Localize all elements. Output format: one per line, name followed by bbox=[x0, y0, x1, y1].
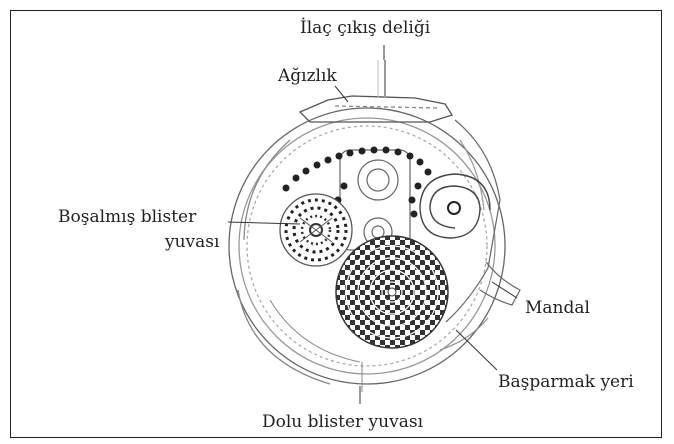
empty-blister-coil bbox=[280, 194, 352, 266]
label-thumb: Başparmak yeri bbox=[498, 372, 634, 392]
label-outlet: İlaç çıkış deliği bbox=[300, 18, 430, 38]
label-empty-blister-line1: Boşalmış blister bbox=[58, 207, 196, 227]
label-empty-blister-line2: yuvası bbox=[165, 232, 219, 252]
full-blister-coil bbox=[336, 236, 448, 348]
label-lever: Mandal bbox=[525, 298, 590, 318]
label-full-blister: Dolu blister yuvası bbox=[262, 412, 423, 432]
leader-lines bbox=[228, 45, 517, 404]
label-mouthpiece: Ağızlık bbox=[278, 66, 337, 86]
lever-shape bbox=[446, 120, 520, 322]
